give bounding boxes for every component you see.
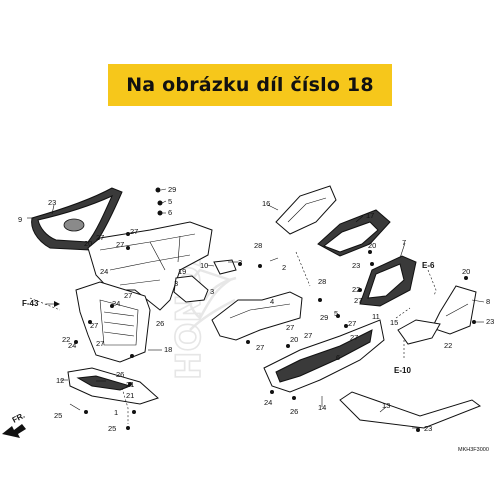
callout-20: 20 — [368, 241, 376, 250]
ref-label-front: FR. — [11, 411, 27, 425]
callout-27: 27 — [256, 343, 264, 352]
callout-27: 27 — [348, 319, 356, 328]
callout-11: 11 — [372, 312, 380, 321]
ref-label-f43: F-43 — [22, 299, 39, 308]
callout-28: 28 — [318, 277, 326, 286]
f43-reference-arrow — [46, 301, 60, 307]
banner-text: Na obrázku díl číslo 18 — [126, 74, 374, 96]
callout-3: 3 — [238, 258, 242, 267]
part-13-long-trim — [339, 391, 482, 429]
callout-24: 24 — [68, 341, 76, 350]
callout-16: 16 — [262, 199, 270, 208]
callout-20: 20 — [290, 335, 298, 344]
callout-26: 26 — [290, 407, 298, 416]
callout-21: 21 — [126, 391, 134, 400]
callout-24: 24 — [264, 398, 272, 407]
callout-29: 29 — [320, 313, 328, 322]
callout-27: 27 — [116, 240, 124, 249]
callout-19: 19 — [178, 267, 186, 276]
fastener-group — [74, 187, 476, 432]
ref-label-e10: E-10 — [394, 366, 411, 375]
part-11-trim — [397, 319, 441, 345]
callout-25: 25 — [54, 411, 62, 420]
callout-25: 25 — [108, 424, 116, 433]
callout-27: 27 — [286, 323, 294, 332]
ref-label-e6: E-6 — [422, 261, 435, 270]
callout-27: 27 — [130, 227, 138, 236]
callout-14: 14 — [318, 403, 326, 412]
callout-21: 21 — [126, 380, 134, 389]
callout-27: 27 — [304, 331, 312, 340]
callout-23: 23 — [48, 198, 56, 207]
callout-29: 29 — [168, 185, 176, 194]
callout-8: 8 — [486, 297, 490, 306]
callout-20: 20 — [462, 267, 470, 276]
callout-3: 3 — [174, 279, 178, 288]
callout-24: 24 — [112, 299, 120, 308]
callout-27: 27 — [350, 333, 358, 342]
callout-1: 1 — [114, 408, 118, 417]
diagram-code: MKH3F3000 — [458, 447, 489, 453]
part-14-under-cover — [263, 319, 385, 393]
front-direction-arrow — [2, 424, 26, 438]
callout-22: 22 — [352, 285, 360, 294]
callout-23: 23 — [352, 261, 360, 270]
part-17-side-cover — [317, 209, 391, 257]
leader-lines — [27, 188, 485, 429]
part-18-front-lower-cover — [75, 281, 151, 363]
callout-27: 27 — [90, 321, 98, 330]
part-8-bracket — [431, 285, 477, 335]
callout-15: 15 — [390, 318, 398, 327]
part-9-front-cover — [31, 187, 123, 251]
callout-27: 27 — [96, 233, 104, 242]
callout-22: 22 — [444, 341, 452, 350]
callout-27: 27 — [124, 291, 132, 300]
callout-4: 4 — [270, 297, 274, 306]
callout-18: 18 — [164, 345, 172, 354]
part-7-side-panel — [359, 255, 417, 307]
callout-6: 6 — [168, 208, 172, 217]
part-3-bracket — [173, 259, 237, 303]
callout-17: 17 — [366, 211, 374, 220]
part-12-lower-fairing — [67, 367, 159, 405]
callout-6: 6 — [336, 353, 340, 362]
callout-9: 9 — [18, 215, 22, 224]
callout-24: 24 — [100, 267, 108, 276]
part-4-center-bracket — [211, 291, 303, 341]
callout-27: 27 — [96, 339, 104, 348]
callout-10: 10 — [200, 261, 208, 270]
callout-23: 23 — [424, 424, 432, 433]
callout-numbers: 9 23 20 27 27 29 5 6 27 10 19 3 3 3 24 2… — [18, 185, 494, 433]
callout-20: 20 — [84, 239, 92, 248]
callout-2: 2 — [282, 263, 286, 272]
callout-12: 12 — [56, 376, 64, 385]
e6-reference-arrow — [427, 269, 437, 297]
callout-7: 7 — [402, 238, 406, 247]
part-number-banner: Na obrázku díl číslo 18 — [108, 64, 392, 106]
callout-13: 13 — [382, 401, 390, 410]
callout-5: 5 — [334, 309, 338, 318]
callout-26: 26 — [116, 370, 124, 379]
callout-5: 5 — [168, 197, 172, 206]
callout-28: 28 — [254, 241, 262, 250]
callout-26: 26 — [156, 319, 164, 328]
callout-22: 22 — [62, 335, 70, 344]
part-16-top-cover — [275, 185, 337, 235]
callout-27: 27 — [354, 296, 362, 305]
callout-23: 23 — [486, 317, 494, 326]
callout-3: 3 — [210, 287, 214, 296]
